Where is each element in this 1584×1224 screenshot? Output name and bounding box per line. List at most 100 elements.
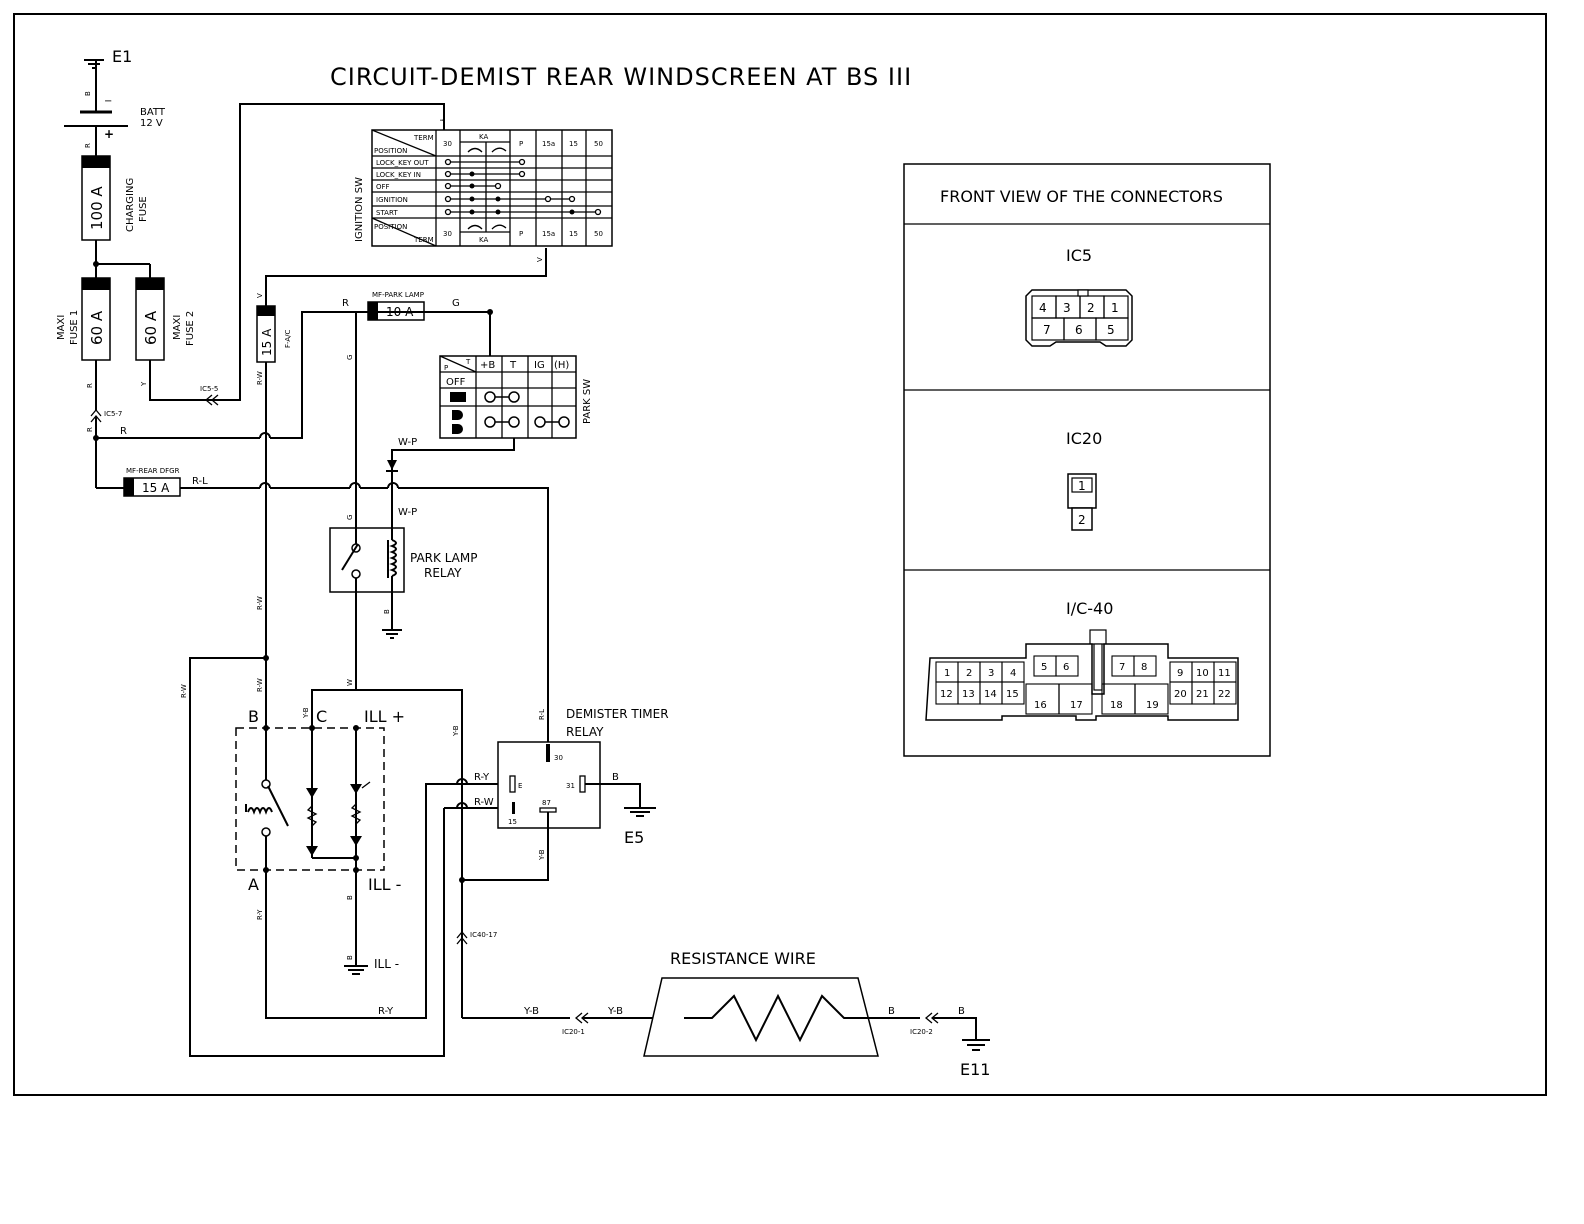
- svg-text:30: 30: [554, 754, 563, 762]
- svg-text:E1: E1: [112, 47, 132, 66]
- svg-text:MAXI: MAXI: [56, 315, 67, 340]
- svg-text:P: P: [519, 140, 523, 148]
- svg-text:C: C: [316, 707, 327, 726]
- svg-text:4: 4: [1039, 301, 1047, 315]
- svg-text:6: 6: [1063, 662, 1069, 673]
- svg-text:DEMISTER TIMER: DEMISTER TIMER: [566, 707, 669, 721]
- svg-text:Y: Y: [438, 117, 446, 123]
- svg-text:P: P: [444, 364, 448, 372]
- svg-text:100 A: 100 A: [88, 186, 106, 230]
- maxi-fuse-2: 60 A MAXI FUSE 2: [135, 277, 196, 361]
- svg-text:B: B: [84, 91, 92, 96]
- svg-text:MF-REAR DFGR: MF-REAR DFGR: [126, 467, 180, 475]
- svg-text:1: 1: [1078, 479, 1086, 493]
- resistance-wire: RESISTANCE WIRE: [643, 949, 879, 1057]
- svg-text:7: 7: [1043, 323, 1051, 337]
- svg-text:15: 15: [569, 230, 578, 238]
- svg-text:15a: 15a: [542, 230, 555, 238]
- svg-text:OFF: OFF: [376, 183, 390, 191]
- svg-text:15: 15: [508, 818, 517, 826]
- svg-text:PARK LAMP: PARK LAMP: [410, 551, 477, 565]
- svg-text:R-W: R-W: [256, 371, 264, 385]
- svg-text:50: 50: [594, 140, 603, 148]
- svg-text:+: +: [104, 127, 114, 141]
- svg-text:−: −: [104, 96, 112, 107]
- svg-text:IC20-1: IC20-1: [562, 1028, 585, 1036]
- svg-text:6: 6: [1075, 323, 1083, 337]
- svg-text:R-W: R-W: [256, 678, 264, 692]
- svg-text:IGNITION: IGNITION: [376, 196, 408, 204]
- fac-fuse: 15 A F-A/C: [256, 305, 292, 363]
- rear-dfgr-fuse: 15 A MF-REAR DFGR: [123, 467, 181, 497]
- svg-text:IC5: IC5: [1066, 246, 1092, 265]
- svg-text:B: B: [346, 955, 354, 960]
- svg-text:OFF: OFF: [446, 377, 466, 388]
- svg-text:TERM: TERM: [413, 134, 434, 142]
- svg-text:1: 1: [944, 668, 950, 679]
- svg-text:12: 12: [940, 689, 953, 700]
- svg-text:Y-B: Y-B: [607, 1006, 623, 1017]
- svg-text:MAXI: MAXI: [172, 315, 183, 340]
- svg-text:9: 9: [1177, 668, 1183, 679]
- svg-text:16: 16: [1034, 700, 1047, 711]
- demister-timer-relay: DEMISTER TIMER RELAY 30 E 31 15 87: [497, 707, 669, 829]
- svg-text:POSITION: POSITION: [374, 223, 407, 231]
- svg-text:LOCK_KEY IN: LOCK_KEY IN: [376, 171, 421, 179]
- svg-text:ILL +: ILL +: [364, 707, 405, 726]
- svg-text:E11: E11: [960, 1060, 990, 1079]
- ignition-switch-table: IGNITION SW TERM POSITION POSITION TERM …: [354, 129, 613, 247]
- svg-text:FUSE: FUSE: [138, 196, 149, 222]
- svg-text:B: B: [612, 772, 619, 783]
- svg-text:ILL -: ILL -: [374, 957, 399, 971]
- maxi-fuse-1: 60 A MAXI FUSE 1: [56, 277, 111, 361]
- svg-text:30: 30: [443, 230, 452, 238]
- connectors-panel: FRONT VIEW OF THE CONNECTORS IC5 4 3 2 1…: [903, 163, 1271, 757]
- charging-fuse: 100 A CHARGING FUSE: [81, 155, 149, 241]
- svg-text:CHARGING: CHARGING: [125, 178, 136, 232]
- svg-text:A: A: [248, 875, 259, 894]
- svg-text:18: 18: [1110, 700, 1123, 711]
- svg-text:31: 31: [566, 782, 575, 790]
- svg-text:R-W: R-W: [474, 797, 494, 808]
- svg-text:W: W: [346, 679, 354, 686]
- svg-text:R-Y: R-Y: [378, 1006, 394, 1017]
- svg-text:R-L: R-L: [538, 709, 546, 720]
- park-switch-table: P T +B T IG (H) OFF PARK SW: [439, 355, 593, 439]
- svg-text:B: B: [888, 1006, 895, 1017]
- svg-text:15: 15: [569, 140, 578, 148]
- svg-text:KA: KA: [479, 236, 488, 244]
- svg-text:RESISTANCE WIRE: RESISTANCE WIRE: [670, 949, 816, 968]
- svg-text:60 A: 60 A: [88, 310, 106, 345]
- svg-text:2: 2: [1087, 301, 1095, 315]
- svg-text:R: R: [86, 383, 94, 388]
- svg-text:3: 3: [988, 668, 994, 679]
- svg-text:R: R: [120, 426, 127, 437]
- svg-text:R: R: [342, 298, 349, 309]
- svg-text:15: 15: [1006, 689, 1019, 700]
- svg-text:G: G: [452, 298, 460, 309]
- svg-text:Y-B: Y-B: [538, 849, 546, 861]
- svg-text:FUSE 2: FUSE 2: [185, 311, 196, 346]
- svg-text:13: 13: [962, 689, 975, 700]
- svg-text:R-L: R-L: [192, 476, 208, 487]
- svg-text:IGNITION SW: IGNITION SW: [354, 177, 365, 242]
- battery-ground-e1: E1: [84, 47, 132, 72]
- diagram-title: CIRCUIT-DEMIST REAR WINDSCREEN AT BS III: [330, 63, 912, 91]
- svg-text:15 A: 15 A: [142, 481, 170, 495]
- svg-text:MF-PARK LAMP: MF-PARK LAMP: [372, 291, 424, 299]
- svg-text:30: 30: [443, 140, 452, 148]
- svg-text:FUSE 1: FUSE 1: [69, 310, 80, 345]
- svg-text:Y-B: Y-B: [302, 707, 310, 719]
- svg-text:8: 8: [1141, 662, 1147, 673]
- svg-text:2: 2: [966, 668, 972, 679]
- svg-text:+B: +B: [480, 360, 495, 371]
- svg-text:60 A: 60 A: [142, 310, 160, 345]
- park-lamp-relay: PARK LAMP RELAY G B: [329, 488, 477, 690]
- svg-text:PARK SW: PARK SW: [582, 379, 593, 424]
- svg-text:W-P: W-P: [398, 437, 417, 448]
- svg-text:G: G: [346, 355, 354, 360]
- svg-text:R: R: [84, 143, 92, 148]
- svg-text:R-W: R-W: [256, 596, 264, 610]
- svg-text:RELAY: RELAY: [566, 725, 604, 739]
